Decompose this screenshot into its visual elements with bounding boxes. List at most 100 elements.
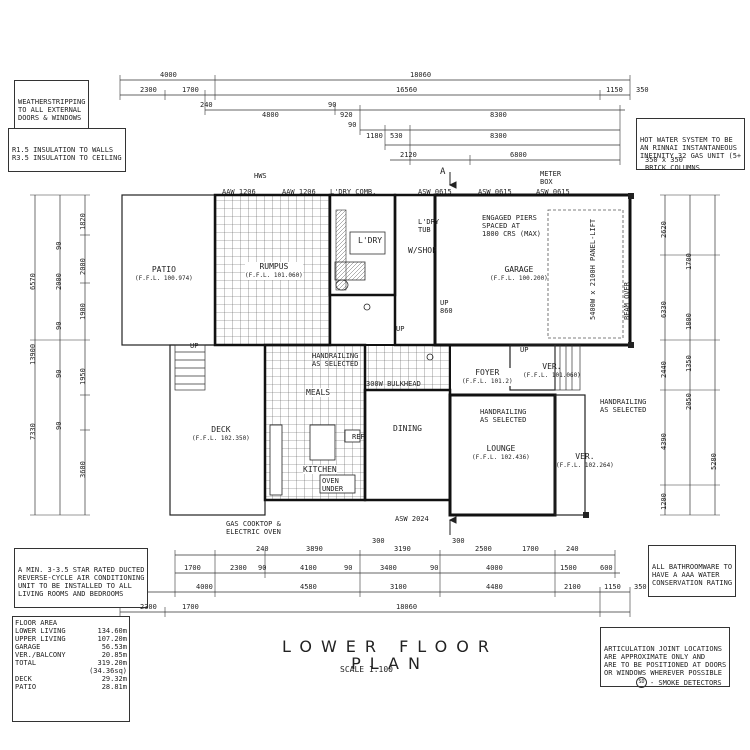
room-foyer: FOYER(F.F.L. 101.2) [462, 368, 513, 386]
dim-text: 240 [566, 545, 579, 553]
dim-text: 2050 [685, 393, 693, 410]
dim-text: 1900 [79, 303, 87, 320]
room-dining: DINING [393, 424, 422, 433]
dim-text: 4100 [300, 564, 317, 572]
dim-text: 240 [200, 101, 213, 109]
dim-text: 1950 [79, 368, 87, 385]
label-bulkhead: 300W BULKHEAD [366, 380, 421, 388]
dim-text: 90 [430, 564, 439, 572]
left-dimension-lines [30, 194, 90, 516]
room-deck: DECK(F.F.L. 102.350) [192, 425, 250, 442]
dim-text: 1350 [685, 355, 693, 372]
label-up: UP [396, 325, 405, 333]
foyer-tiles [364, 344, 451, 391]
dim-text: 90 [258, 564, 267, 572]
smoke-detector-legend: SD - SMOKE DETECTORS [636, 677, 722, 688]
label-hws: HWS [254, 172, 267, 180]
dim-text: 90 [344, 564, 353, 572]
dim-text: 8300 [490, 132, 507, 140]
dim-text: 13900 [29, 343, 37, 365]
label-window: ASW 0615 [478, 188, 512, 196]
label-window: ASW 0615 [536, 188, 570, 196]
dim-text: 3190 [394, 545, 411, 553]
room-verandah-top: VER.(F.F.L. 101.060) [523, 362, 581, 379]
dim-text: 1200 [660, 493, 668, 510]
dim-text: 1180 [366, 132, 383, 140]
dim-text: 2500 [475, 545, 492, 553]
room-garage: GARAGE(F.F.L. 100.200) [490, 265, 548, 282]
label-laundry-comb: L'DRY COMB. [330, 188, 377, 196]
label-window: AAW 1206 [282, 188, 316, 196]
dim-text: 90 [348, 121, 357, 129]
label-fridge: REF [352, 433, 365, 441]
dim-text: 3100 [390, 583, 407, 591]
dim-text: 1500 [560, 564, 577, 572]
floor-area-row: (34.36sq) [89, 667, 127, 675]
dim-text: 4000 [196, 583, 213, 591]
dim-text: 1700 [522, 545, 539, 553]
room-lounge: LOUNGE(F.F.L. 102.436) [472, 444, 530, 461]
dim-text: 2300 [230, 564, 247, 572]
smoke-detector-symbols [363, 303, 434, 361]
dim-text: 240 [256, 545, 269, 553]
dim-text: 90 [55, 321, 63, 330]
dim-text: 6570 [29, 273, 37, 290]
dim-text: 2000 [79, 258, 87, 275]
label-window: AAW 1206 [222, 188, 256, 196]
smoke-detector-icon: SD [636, 677, 647, 688]
plan-scale: SCALE 1:100 [340, 665, 393, 674]
room-verandah-right: VER.(F.F.L. 102.264) [556, 452, 614, 469]
dim-text: 4000 [486, 564, 503, 572]
dim-text: 2100 [564, 583, 581, 591]
dim-text: 2620 [660, 221, 668, 238]
dim-text: 8300 [490, 111, 507, 119]
dim-text: 4390 [660, 433, 668, 450]
dim-text: 4800 [262, 111, 279, 119]
room-patio: PATIO(F.F.L. 100.974) [135, 265, 193, 282]
dim-text: 300 [452, 537, 465, 545]
floor-area-heading: FLOOR AREA [15, 619, 58, 627]
dim-text: 350 [636, 86, 649, 94]
dim-text: 3600 [79, 461, 87, 478]
dim-text: 2440 [660, 361, 668, 378]
kitchen-fittings [269, 424, 361, 496]
section-marker-a: A [440, 167, 446, 177]
dim-text: 4000 [160, 71, 177, 79]
dim-text: 4580 [300, 583, 317, 591]
room-laundry: L'DRY [358, 236, 383, 245]
dim-text: 4480 [486, 583, 503, 591]
dim-text: 1700 [182, 86, 199, 94]
dim-text: 90 [55, 421, 63, 430]
dim-text: 90 [55, 241, 63, 250]
dim-text: 18060 [410, 71, 432, 79]
room-rumpus: RUMPUS(F.F.L. 101.060) [245, 262, 303, 280]
dim-text: 18060 [396, 603, 418, 611]
label-window: ASW 0615 [418, 188, 452, 196]
dim-text: 3400 [380, 564, 397, 572]
section-markers [448, 172, 457, 535]
dim-text: 1700 [685, 253, 693, 270]
label-gas-cooktop: GAS COOKTOP &ELECTRIC OVEN [226, 520, 281, 536]
stairs [174, 344, 581, 391]
label-panel-lift-door: 5400W x 2100H PANEL-LIFT [589, 218, 597, 320]
dim-text: 90 [55, 369, 63, 378]
